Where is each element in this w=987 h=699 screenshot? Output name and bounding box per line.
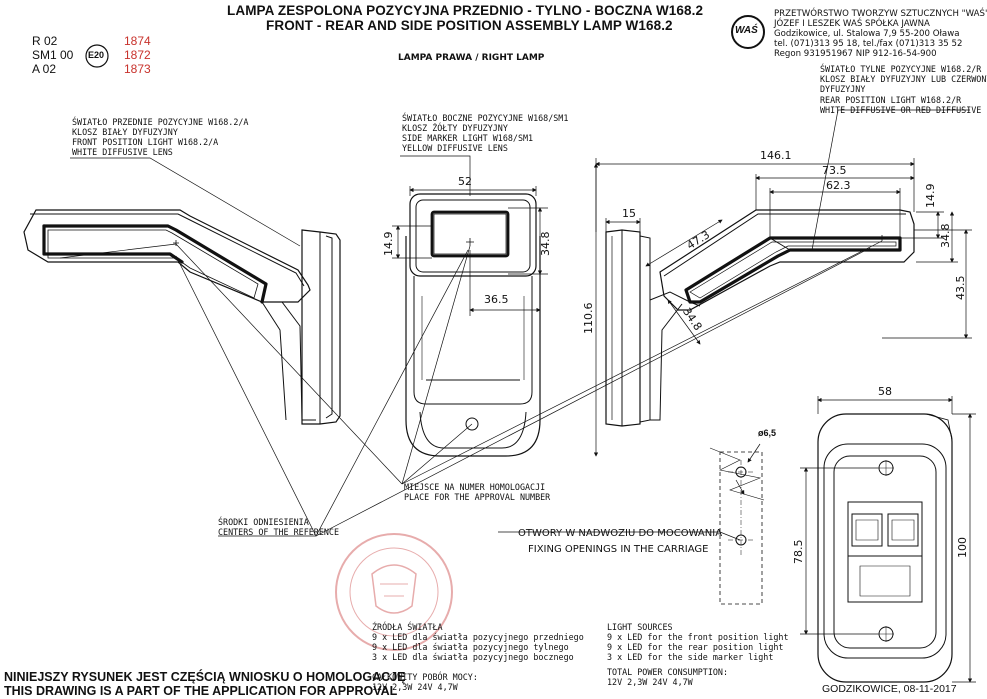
callout-line: ŚWIATŁO TYLNE POZYCYJNE W168.2/R (820, 64, 982, 74)
side-view-left (23, 209, 341, 425)
dim-label: 36.5 (484, 293, 509, 306)
revision-code: A 02 (32, 62, 57, 76)
company-line: Godzikowice, ul. Stalowa 7,9 55-200 Oław… (774, 29, 960, 39)
dim-label: 146.1 (760, 149, 792, 162)
callout-line: OTWORY W NADWOZIU DO MOCOWANIA (518, 528, 723, 539)
callout-line: ŚWIATŁO PRZEDNIE POZYCYJNE W168.2/A (72, 117, 249, 127)
fixing-openings-detail (709, 443, 765, 605)
callout-line: ŚRODKI ODNIESIENIA (218, 517, 309, 527)
spec-line: 12V 2,3W 24V 4,7W (607, 677, 693, 687)
spec-line: 9 x LED dla światła pozycyjnego tylnego (372, 642, 569, 652)
spec-line: 9 x LED for the rear position light (607, 642, 784, 652)
revision-number: 1872 (124, 48, 151, 62)
subtitle: LAMPA PRAWA / RIGHT LAMP (398, 53, 545, 63)
section-heading: CAŁKOWITY POBÓR MOCY: (372, 672, 478, 682)
revision-number: 1874 (124, 34, 151, 48)
place-date: GODZIKOWICE, 08-11-2017 (822, 683, 957, 695)
revision-code: SM1 00 (32, 48, 74, 62)
revision-code: R 02 (32, 34, 58, 48)
spec-line: 3 x LED for the side marker light (607, 652, 774, 662)
footer-note-en: THIS DRAWING IS A PART OF THE APPLICATIO… (4, 684, 398, 698)
side-view-right (605, 209, 915, 427)
dim-label: 100 (956, 537, 969, 558)
callout-line: MIEJSCE NA NUMER HOMOLOGACJI (404, 482, 546, 492)
section-heading: TOTAL POWER CONSUMPTION: (607, 667, 729, 677)
company-logo-text: WAŚ (735, 25, 758, 36)
dim-label: 14.9 (924, 183, 937, 209)
spec-line: 12V 2,3W 24V 4,7W (372, 682, 458, 692)
dim-label: 58 (878, 385, 892, 398)
approval-mark-label: E20 (88, 50, 105, 60)
company-line: PRZETWÓRSTWO TWORZYW SZTUCZNYCH "WAŚ" (774, 9, 987, 19)
dim-label: 15 (622, 207, 636, 220)
footer-note-pl: NINIEJSZY RYSUNEK JEST CZĘŚCIĄ WNIOSKU O… (4, 670, 406, 684)
section-heading: ŹRÓDŁA ŚWIATŁA (372, 622, 443, 632)
dim-label: 14.9 (382, 231, 395, 257)
revision-number: 1873 (124, 62, 151, 76)
callout-line: WHITE DIFFUSIVE OR RED DIFFUSIVE LENS (820, 105, 987, 115)
company-line: Regon 931951967 NIP 912-16-54-900 (774, 49, 937, 59)
dim-label: 34.8 (539, 231, 552, 257)
callout-line: FIXING OPENINGS IN THE CARRIAGE (528, 544, 709, 555)
callout-line: SIDE MARKER LIGHT W168/SM1 (402, 133, 534, 143)
company-line: tel. (071)313 95 18, tel./fax (071)313 3… (774, 39, 963, 49)
official-stamp (335, 533, 453, 651)
spec-line: 3 x LED dla światła pozycyjnego bocznego (372, 652, 574, 662)
dim-label: 52 (458, 175, 472, 188)
callout-line: DYFUZYJNY (820, 84, 866, 94)
callout-line: YELLOW DIFFUSIVE LENS (402, 143, 508, 153)
dim-label: 110.6 (582, 302, 595, 335)
callout-line: REAR POSITION LIGHT W168.2/R (820, 95, 962, 105)
dimension-lines (392, 158, 976, 683)
title-en: FRONT - REAR AND SIDE POSITION ASSEMBLY … (266, 18, 673, 33)
spec-line: 9 x LED dla światła pozycyjnego przednie… (372, 632, 584, 642)
section-heading: LIGHT SOURCES (607, 622, 673, 632)
callout-line: ŚWIATŁO BOCZNE POZYCYJNE W168/SM1 (402, 113, 569, 123)
callout-line: FRONT POSITION LIGHT W168.2/A (72, 137, 219, 147)
company-line: JÓZEF I LESZEK WAŚ SPÓŁKA JAWNA (774, 19, 930, 29)
leader-lines (59, 109, 970, 541)
dim-label: 73.5 (822, 164, 847, 177)
callout-line: KLOSZ BIAŁY DYFUZYJNY LUB CZERWONY (820, 74, 987, 84)
dim-label: 43.5 (954, 275, 967, 301)
dim-label: 78.5 (792, 539, 805, 565)
dim-label: 62.3 (826, 179, 851, 192)
callout-line: KLOSZ ŻÓŁTY DYFUZYJNY (402, 123, 508, 133)
title-pl: LAMPA ZESPOLONA POZYCYJNA PRZEDNIO - TYL… (227, 3, 704, 18)
dim-label: ø6,5 (758, 428, 777, 438)
callout-line: PLACE FOR THE APPROVAL NUMBER (404, 492, 551, 502)
spec-line: 9 x LED for the front position light (607, 632, 789, 642)
callout-line: KLOSZ BIAŁY DYFUZYJNY (72, 127, 178, 137)
dim-label: 34.8 (939, 223, 952, 249)
back-view (817, 413, 953, 683)
callout-line: WHITE DIFFUSIVE LENS (72, 147, 173, 157)
front-view (405, 193, 541, 457)
company-logo (731, 15, 765, 49)
approval-mark (85, 44, 109, 68)
callout-line: CENTERS OF THE REFERENCE (218, 527, 340, 537)
